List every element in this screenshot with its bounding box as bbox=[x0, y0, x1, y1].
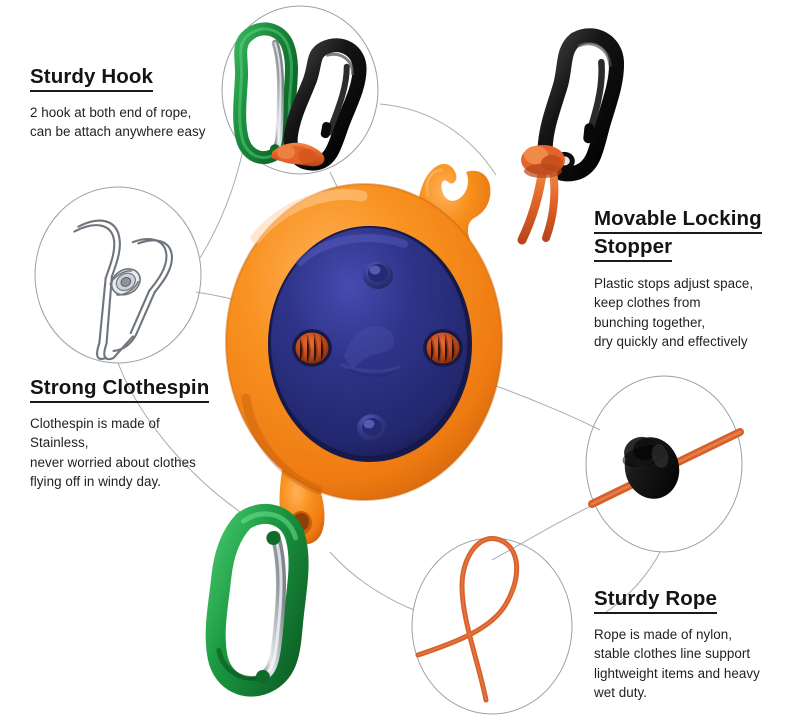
callout-hook-body: 2 hook at both end of rope, can be attac… bbox=[30, 105, 206, 140]
callout-rope-body: Rope is made of nylon, stable clothes li… bbox=[594, 627, 760, 701]
callout-clothespin: Strong Clothespin Clothespin is made of … bbox=[30, 375, 285, 492]
hook-rope-knot bbox=[272, 142, 325, 167]
callout-rope-title: Sturdy Rope bbox=[594, 586, 717, 614]
hooks-illustration bbox=[233, 22, 367, 171]
rope-knot bbox=[517, 145, 565, 245]
rope-exit-hole-left bbox=[292, 329, 332, 367]
callout-hook-title: Sturdy Hook bbox=[30, 64, 153, 92]
callout-stopper-title-line2: Stopper bbox=[594, 234, 673, 262]
clothespin-illustration bbox=[73, 219, 173, 361]
callout-clothespin-title: Strong Clothespin bbox=[30, 375, 210, 403]
reel-center-disc bbox=[268, 226, 472, 462]
callout-stopper-title-line1: Movable Locking bbox=[594, 206, 762, 234]
callout-rope: Sturdy Rope Rope is made of nylon, stabl… bbox=[594, 586, 799, 703]
callout-stopper-body: Plastic stops adjust space, keep clothes… bbox=[594, 276, 754, 350]
disc-bump-top bbox=[363, 261, 393, 289]
callout-stopper-title: Movable Locking Stopper bbox=[594, 206, 762, 263]
rope-loop-illustration bbox=[415, 536, 520, 703]
callout-stopper: Movable Locking Stopper Plastic stops ad… bbox=[594, 206, 800, 352]
brand-logo-emboss bbox=[339, 326, 401, 377]
callout-hook: Sturdy Hook 2 hook at both end of rope, … bbox=[30, 64, 280, 142]
bottom-green-carabiner bbox=[205, 503, 309, 697]
cord-lock bbox=[622, 436, 680, 499]
clothespin-spring bbox=[109, 268, 141, 296]
stopper-illustration bbox=[588, 428, 744, 508]
callout-clothespin-body: Clothespin is made of Stainless, never w… bbox=[30, 416, 196, 490]
disc-bump-bottom bbox=[357, 414, 387, 442]
top-snap-hook-assembly bbox=[517, 28, 624, 245]
callout-bubble-rope bbox=[411, 537, 573, 715]
rope-exit-hole-right bbox=[423, 329, 463, 367]
